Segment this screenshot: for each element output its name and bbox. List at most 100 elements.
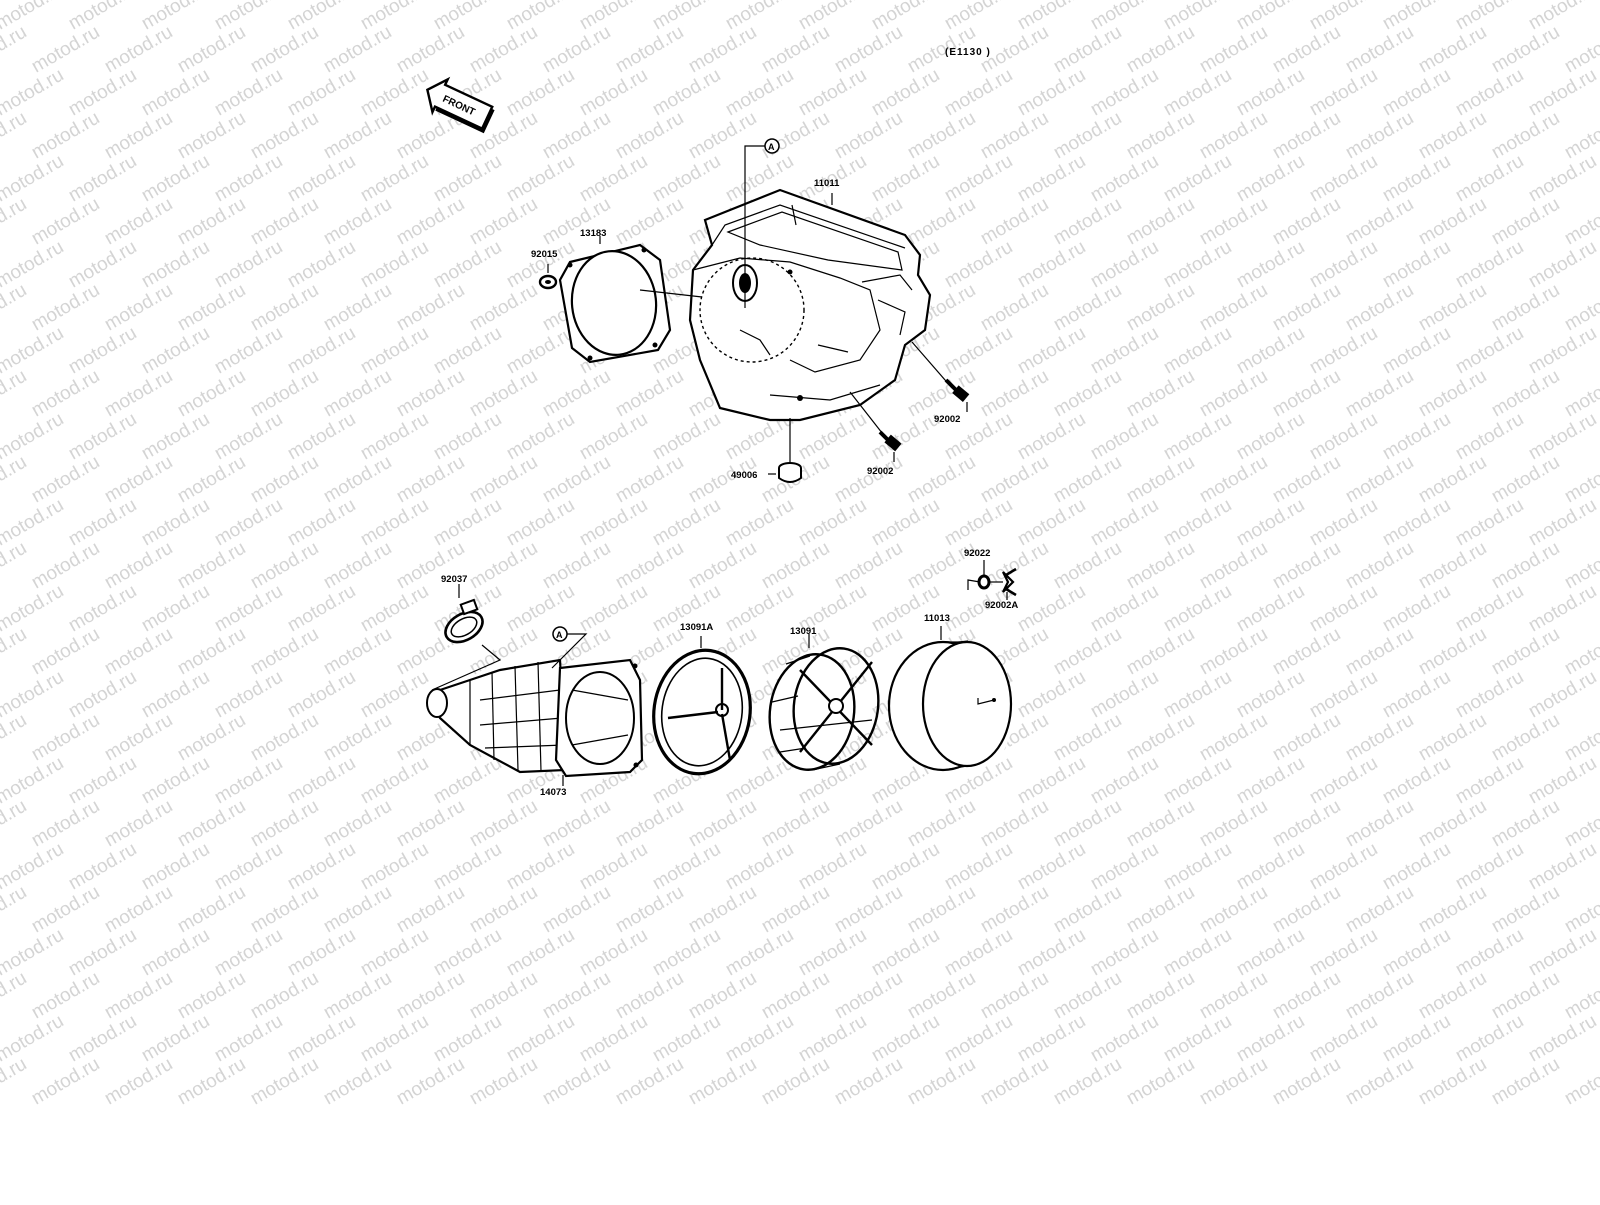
watermark-text: motod.ru [1050, 22, 1125, 78]
watermark-text: motod.ru [1269, 22, 1344, 78]
watermark-text: motod.ru [795, 495, 870, 551]
watermark-text: motod.ru [977, 366, 1052, 422]
watermark-text: motod.ru [722, 925, 797, 981]
watermark-text: motod.ru [977, 796, 1052, 852]
watermark-text: motod.ru [174, 194, 249, 250]
watermark-text: motod.ru [211, 0, 286, 34]
watermark-text: motod.ru [0, 925, 67, 981]
watermark-text: motod.ru [795, 839, 870, 895]
watermark-text: motod.ru [1379, 753, 1454, 809]
watermark-text: motod.ru [247, 108, 322, 164]
watermark-text: motod.ru [393, 22, 468, 78]
watermark-text: motod.ru [1379, 925, 1454, 981]
watermark-text: motod.ru [1415, 968, 1490, 1024]
watermark-text: motod.ru [0, 624, 30, 680]
gasket [558, 243, 672, 364]
watermark-text: motod.ru [1269, 280, 1344, 336]
watermark-text: motod.ru [1160, 1011, 1235, 1067]
watermark-text: motod.ru [1306, 237, 1381, 293]
watermark-text: motod.ru [1160, 667, 1235, 723]
watermark-text: motod.ru [1087, 753, 1162, 809]
watermark-text: motod.ru [101, 366, 176, 422]
watermark-text: motod.ru [1014, 839, 1089, 895]
watermark-text: motod.ru [101, 194, 176, 250]
watermark-text: motod.ru [1379, 65, 1454, 121]
watermark-text: motod.ru [1488, 538, 1563, 594]
watermark-text: motod.ru [685, 538, 760, 594]
watermark-text: motod.ru [466, 280, 541, 336]
watermark-text: motod.ru [722, 581, 797, 637]
watermark-text: motod.ru [1269, 796, 1344, 852]
watermark-text: motod.ru [1415, 1054, 1490, 1110]
watermark-text: motod.ru [649, 409, 724, 465]
watermark-text: motod.ru [831, 1054, 906, 1110]
watermark-text: motod.ru [0, 1054, 30, 1110]
watermark-text: motod.ru [1452, 581, 1527, 637]
watermark-text: motod.ru [466, 452, 541, 508]
watermark-text: motod.ru [1452, 409, 1527, 465]
watermark-text: motod.ru [1306, 65, 1381, 121]
watermark-text: motod.ru [539, 452, 614, 508]
watermark-text: motod.ru [1087, 667, 1162, 723]
watermark-text: motod.ru [1160, 753, 1235, 809]
watermark-text: motod.ru [1087, 409, 1162, 465]
watermark-text: motod.ru [831, 796, 906, 852]
watermark-text: motod.ru [430, 495, 505, 551]
watermark-text: motod.ru [1415, 452, 1490, 508]
watermark-text: motod.ru [174, 624, 249, 680]
watermark-text: motod.ru [977, 452, 1052, 508]
watermark-text: motod.ru [1014, 925, 1089, 981]
watermark-text: motod.ru [758, 22, 833, 78]
watermark-text: motod.ru [211, 495, 286, 551]
watermark-text: motod.ru [1342, 796, 1417, 852]
watermark-text: motod.ru [1306, 151, 1381, 207]
watermark-text: motod.ru [393, 968, 468, 1024]
watermark-text: motod.ru [1525, 495, 1600, 551]
watermark-text: motod.ru [1014, 1011, 1089, 1067]
watermark-text: motod.ru [1196, 882, 1271, 938]
clamp [444, 598, 484, 644]
watermark-text: motod.ru [28, 194, 103, 250]
watermark-text: motod.ru [284, 1011, 359, 1067]
watermark-text: motod.ru [576, 925, 651, 981]
watermark-text: motod.ru [65, 151, 140, 207]
watermark-text: motod.ru [430, 323, 505, 379]
watermark-text: motod.ru [1415, 108, 1490, 164]
watermark-text: motod.ru [1379, 839, 1454, 895]
watermark-text: motod.ru [65, 323, 140, 379]
watermark-text: motod.ru [0, 65, 67, 121]
watermark-text: motod.ru [904, 108, 979, 164]
watermark-text: motod.ru [1488, 108, 1563, 164]
watermark-text: motod.ru [101, 968, 176, 1024]
watermark-text: motod.ru [430, 925, 505, 981]
watermark-text: motod.ru [722, 839, 797, 895]
watermark-text: motod.ru [430, 237, 505, 293]
watermark-text: motod.ru [685, 796, 760, 852]
watermark-text: motod.ru [576, 151, 651, 207]
watermark-text: motod.ru [247, 366, 322, 422]
watermark-text: motod.ru [247, 710, 322, 766]
watermark-text: motod.ru [357, 495, 432, 551]
watermark-text: motod.ru [284, 237, 359, 293]
watermark-text: motod.ru [1415, 710, 1490, 766]
watermark-text: motod.ru [1525, 151, 1600, 207]
watermark-text: motod.ru [576, 409, 651, 465]
watermark-text: motod.ru [211, 65, 286, 121]
watermark-text: motod.ru [174, 22, 249, 78]
watermark-text: motod.ru [977, 882, 1052, 938]
watermark-text: motod.ru [174, 968, 249, 1024]
watermark-text: motod.ru [1087, 839, 1162, 895]
watermark-text: motod.ru [685, 108, 760, 164]
watermark-text: motod.ru [1014, 753, 1089, 809]
watermark-text: motod.ru [685, 882, 760, 938]
watermark-text: motod.ru [0, 968, 30, 1024]
watermark-text: motod.ru [722, 0, 797, 34]
watermark-text: motod.ru [831, 882, 906, 938]
watermark-text: motod.ru [466, 22, 541, 78]
watermark-text: motod.ru [1050, 280, 1125, 336]
watermark-text: motod.ru [1050, 796, 1125, 852]
watermark-text: motod.ru [466, 194, 541, 250]
watermark-text: motod.ru [758, 1054, 833, 1110]
watermark-text: motod.ru [868, 925, 943, 981]
watermark-text: motod.ru [211, 839, 286, 895]
